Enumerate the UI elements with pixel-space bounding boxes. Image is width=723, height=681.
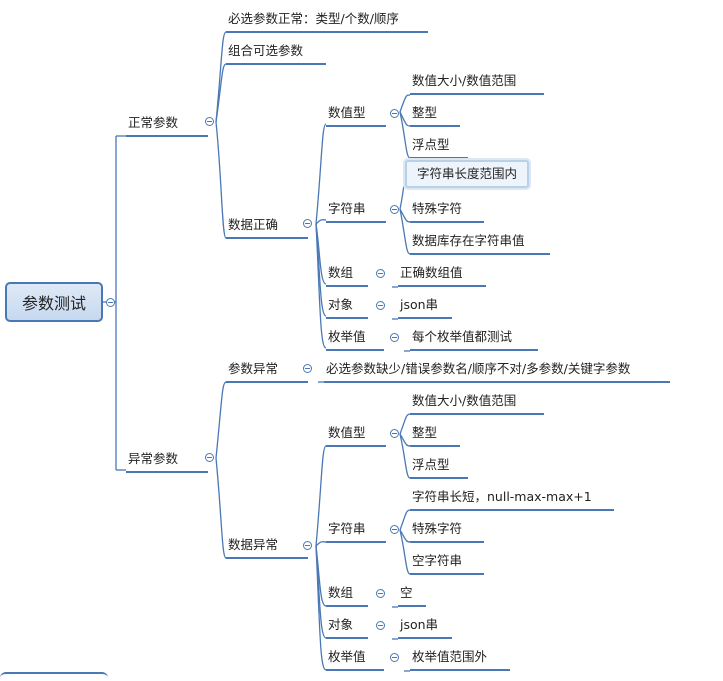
node-float-2[interactable]: 浮点型 <box>410 456 468 479</box>
node-special-chars-1[interactable]: 特殊字符 <box>410 200 484 223</box>
node-num-range-1[interactable]: 数值大小/数值范围 <box>410 72 544 95</box>
node-numeric-1[interactable]: 数值型 <box>326 104 386 127</box>
node-param-abnormal-detail[interactable]: 必选参数缺少/错误参数名/顺序不对/多参数/关键字参数 <box>324 360 670 383</box>
node-array-1[interactable]: 数组 <box>326 264 368 287</box>
node-empty-string[interactable]: 空字符串 <box>410 552 484 575</box>
node-enum-2[interactable]: 枚举值 <box>326 648 384 671</box>
node-object-1[interactable]: 对象 <box>326 296 368 319</box>
collapse-icon[interactable] <box>390 333 399 342</box>
collapse-icon[interactable] <box>376 621 385 630</box>
node-string-2[interactable]: 字符串 <box>326 520 386 543</box>
collapse-icon[interactable] <box>205 117 214 126</box>
node-data-correct[interactable]: 数据正确 <box>226 216 308 239</box>
collapse-icon[interactable] <box>303 219 312 228</box>
node-array-ok[interactable]: 正确数组值 <box>398 264 486 287</box>
root-node[interactable]: 参数测试 <box>5 282 103 322</box>
collapse-icon[interactable] <box>106 298 115 307</box>
node-json-2[interactable]: json串 <box>398 616 452 639</box>
node-db-string[interactable]: 数据库存在字符串值 <box>410 232 550 255</box>
collapse-icon[interactable] <box>376 269 385 278</box>
collapse-icon[interactable] <box>376 589 385 598</box>
node-normal-params[interactable]: 正常参数 <box>126 114 208 137</box>
node-special-chars-2[interactable]: 特殊字符 <box>410 520 484 543</box>
node-numeric-2[interactable]: 数值型 <box>326 424 386 447</box>
node-float-1[interactable]: 浮点型 <box>410 136 468 159</box>
node-enum-out-of-range[interactable]: 枚举值范围外 <box>410 648 510 671</box>
node-required-ok[interactable]: 必选参数正常：类型/个数/顺序 <box>226 10 428 33</box>
node-enum-each[interactable]: 每个枚举值都测试 <box>410 328 538 351</box>
node-string-length-in-range[interactable]: 字符串长度范围内 <box>405 160 530 188</box>
node-string-length-bounds[interactable]: 字符串长短，null-max-max+1 <box>410 488 614 511</box>
node-enum-1[interactable]: 枚举值 <box>326 328 384 351</box>
node-integer-2[interactable]: 整型 <box>410 424 460 447</box>
collapse-icon[interactable] <box>303 541 312 550</box>
node-num-range-2[interactable]: 数值大小/数值范围 <box>410 392 544 415</box>
node-data-abnormal[interactable]: 数据异常 <box>226 536 308 559</box>
collapse-icon[interactable] <box>376 301 385 310</box>
node-param-abnormal[interactable]: 参数异常 <box>226 360 308 383</box>
node-abnormal-params[interactable]: 异常参数 <box>126 450 208 473</box>
node-object-2[interactable]: 对象 <box>326 616 368 639</box>
node-combo-optional[interactable]: 组合可选参数 <box>226 42 326 65</box>
collapse-icon[interactable] <box>390 429 399 438</box>
node-integer-1[interactable]: 整型 <box>410 104 460 127</box>
node-json-1[interactable]: json串 <box>398 296 452 319</box>
collapse-icon[interactable] <box>390 525 399 534</box>
root-label: 参数测试 <box>21 294 86 313</box>
collapse-icon[interactable] <box>390 653 399 662</box>
node-array-2[interactable]: 数组 <box>326 584 368 607</box>
collapse-icon[interactable] <box>390 205 399 214</box>
collapse-icon[interactable] <box>390 109 399 118</box>
collapse-icon[interactable] <box>303 364 312 373</box>
partial-node-edge <box>0 672 108 681</box>
collapse-icon[interactable] <box>205 453 214 462</box>
node-empty[interactable]: 空 <box>398 584 426 607</box>
node-string-1[interactable]: 字符串 <box>326 200 386 223</box>
